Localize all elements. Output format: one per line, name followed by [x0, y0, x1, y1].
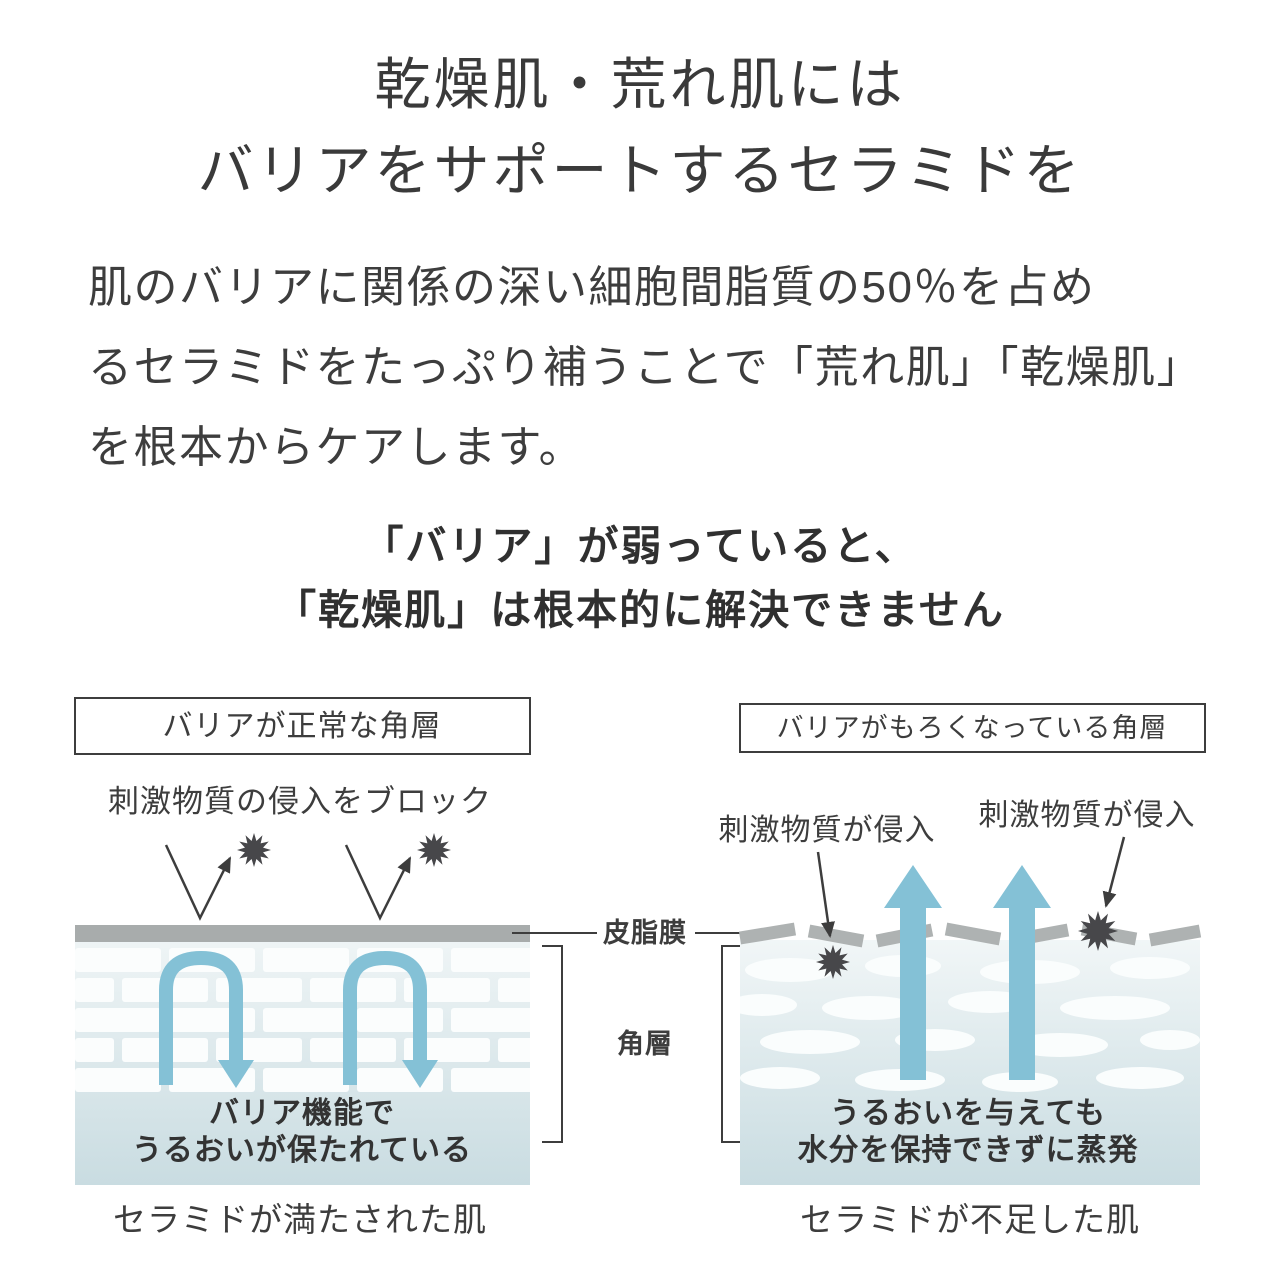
sebum-film-label: 皮脂膜 — [603, 918, 687, 948]
damaged-skin-panel: バリアがもろくなっている角層 刺激物質が侵入 刺激物質が侵入 — [719, 703, 1206, 1238]
damaged-caption: セラミドが不足した肌 — [800, 1201, 1140, 1238]
irritant-pointer-arrow — [816, 851, 835, 938]
page-title: 乾燥肌・荒れ肌には バリアをサポートするセラミドを — [0, 42, 1280, 214]
subtitle-line-2: 「乾燥肌」は根本的に解決できません — [275, 587, 1005, 633]
healthy-skin-block — [75, 925, 530, 1185]
intro-line-3: を根本からケアします。 — [88, 423, 585, 472]
intact-sebum-film-bar — [75, 925, 530, 942]
broken-sebum-film — [738, 922, 1202, 948]
damaged-body-line-2: 水分を保持できずに蒸発 — [798, 1134, 1139, 1167]
intro-line-2: るセラミドをたっぷり補うことで「荒れ肌」「乾燥肌」 — [88, 343, 1203, 392]
title-line-2: バリアをサポートするセラミドを — [197, 139, 1083, 202]
stratum-corneum-label: 角層 — [617, 1028, 673, 1059]
subtitle-line-1: 「バリア」が弱っていると、 — [362, 523, 918, 569]
evaporation-arrow-icon — [993, 865, 1051, 1080]
healthy-body-line-2: うるおいが保たれている — [132, 1133, 472, 1167]
bounce-arrow-icon — [344, 844, 412, 921]
damaged-annotation-left: 刺激物質が侵入 — [719, 814, 936, 847]
stratum-bracket-right — [721, 945, 742, 1143]
evaporation-arrow-icon — [884, 865, 942, 1080]
brick-pattern — [75, 948, 530, 1092]
u-turn-arrow-icon — [159, 950, 254, 1088]
healthy-header-label: バリアが正常な角層 — [163, 710, 442, 743]
healthy-skin-panel: バリアが正常な角層 刺激物質の侵入をブロック — [74, 697, 531, 1238]
healthy-caption: セラミドが満たされた肌 — [113, 1201, 487, 1238]
healthy-header-box — [74, 697, 531, 755]
damaged-header-label: バリアがもろくなっている角層 — [777, 713, 1168, 743]
intro-paragraph: 肌のバリアに関係の深い細胞間脂質の50％を占め るセラミドをたっぷり補うことで「… — [88, 248, 1218, 488]
intro-line-1: 肌のバリアに関係の深い細胞間脂質の50％を占め — [88, 263, 1096, 312]
layer-labels: 皮脂膜 角層 — [512, 918, 743, 1143]
damaged-header-box — [739, 703, 1206, 753]
irritant-burst-icon — [417, 833, 451, 867]
skin-comparison-diagram: バリアが正常な角層 刺激物質の侵入をブロック — [74, 697, 1206, 1238]
damaged-body-line-1: うるおいを与えても — [830, 1097, 1106, 1130]
healthy-annotation: 刺激物質の侵入をブロック — [108, 784, 492, 819]
lipid-gap-pattern — [740, 955, 1200, 1092]
healthy-body-line-1: バリア機能で — [209, 1097, 395, 1130]
irritant-burst-icon — [237, 833, 271, 867]
damaged-annotation-right: 刺激物質が侵入 — [979, 799, 1196, 832]
title-line-1: 乾燥肌・荒れ肌には — [374, 53, 906, 116]
irritant-pointer-arrow — [1102, 836, 1126, 908]
damaged-skin-block — [740, 940, 1200, 1185]
warning-subtitle: 「バリア」が弱っていると、 「乾燥肌」は根本的に解決できません — [0, 514, 1280, 642]
stratum-bracket-left — [542, 945, 563, 1143]
u-turn-arrow-icon — [343, 950, 438, 1088]
bounce-arrow-icon — [164, 844, 232, 921]
